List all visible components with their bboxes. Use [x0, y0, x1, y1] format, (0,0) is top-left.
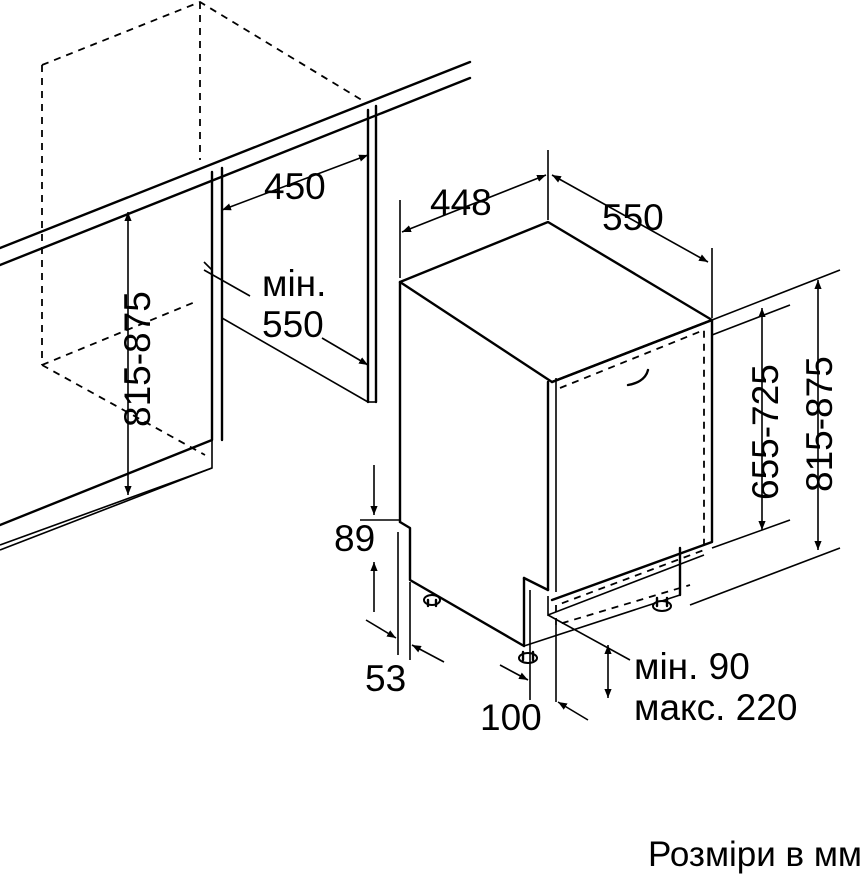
appliance-depth-label: 550: [602, 197, 664, 238]
plinth-53-label: 53: [365, 658, 406, 699]
appliance-height-label: 815-875: [799, 356, 840, 492]
min-90-label: мін. 90: [634, 646, 750, 687]
niche-min-label: мін.: [262, 263, 326, 304]
dishwasher-body: [398, 220, 714, 664]
appliance-width-label: 448: [430, 182, 492, 223]
max-220-label: макс. 220: [634, 687, 797, 728]
plinth-89-label: 89: [334, 518, 375, 559]
dimension-lines: [124, 150, 841, 721]
plinth-100-label: 100: [480, 697, 542, 738]
niche-depth-label: 550: [262, 304, 324, 345]
door-height-label: 655-725: [745, 364, 786, 500]
niche-height-label: 815-875: [117, 291, 158, 427]
units-caption: Розміри в мм: [648, 835, 862, 874]
niche-width-label: 450: [264, 166, 326, 207]
